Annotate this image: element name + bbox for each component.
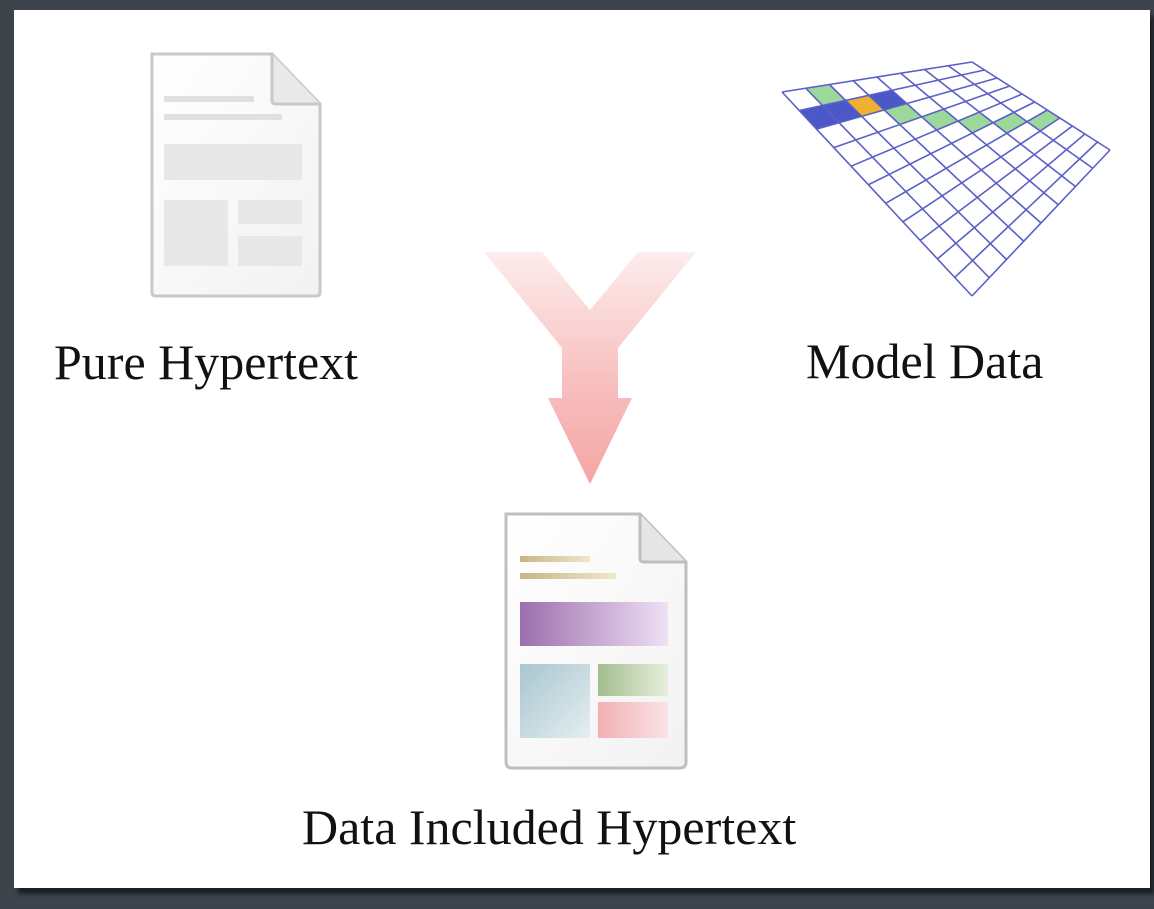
document-icon [150, 52, 322, 298]
grid-line [852, 80, 1025, 242]
data-grid-icon [781, 61, 1111, 297]
grid-line [971, 61, 1111, 151]
grid-highlight-cell [993, 112, 1028, 134]
grid-highlight-cell [921, 109, 959, 131]
merge-arrow-icon [484, 252, 696, 484]
diagram-panel: Pure Hypertext Model Data Data Included … [14, 10, 1150, 888]
grid-highlight-cell [958, 112, 994, 134]
grid-line [828, 83, 1008, 261]
data-included-hypertext-label: Data Included Hypertext [302, 799, 797, 855]
grid-line [947, 65, 1094, 169]
grid-highlight-cell [1027, 110, 1060, 131]
model-data-label: Model Data [806, 333, 1044, 389]
diagram-canvas [150, 52, 1111, 770]
grid-highlight-cell [845, 95, 885, 117]
grid-line [781, 91, 973, 297]
grid-line [924, 68, 1076, 188]
grid-line [876, 76, 1042, 224]
grid-line [805, 87, 990, 279]
grid-highlight-cell [799, 105, 840, 130]
grid-highlight-cell [822, 100, 862, 123]
grid-highlight-cell [805, 84, 846, 106]
pure-hypertext-label: Pure Hypertext [54, 334, 359, 390]
colored-document-icon [504, 512, 688, 770]
grid-line [900, 72, 1059, 206]
